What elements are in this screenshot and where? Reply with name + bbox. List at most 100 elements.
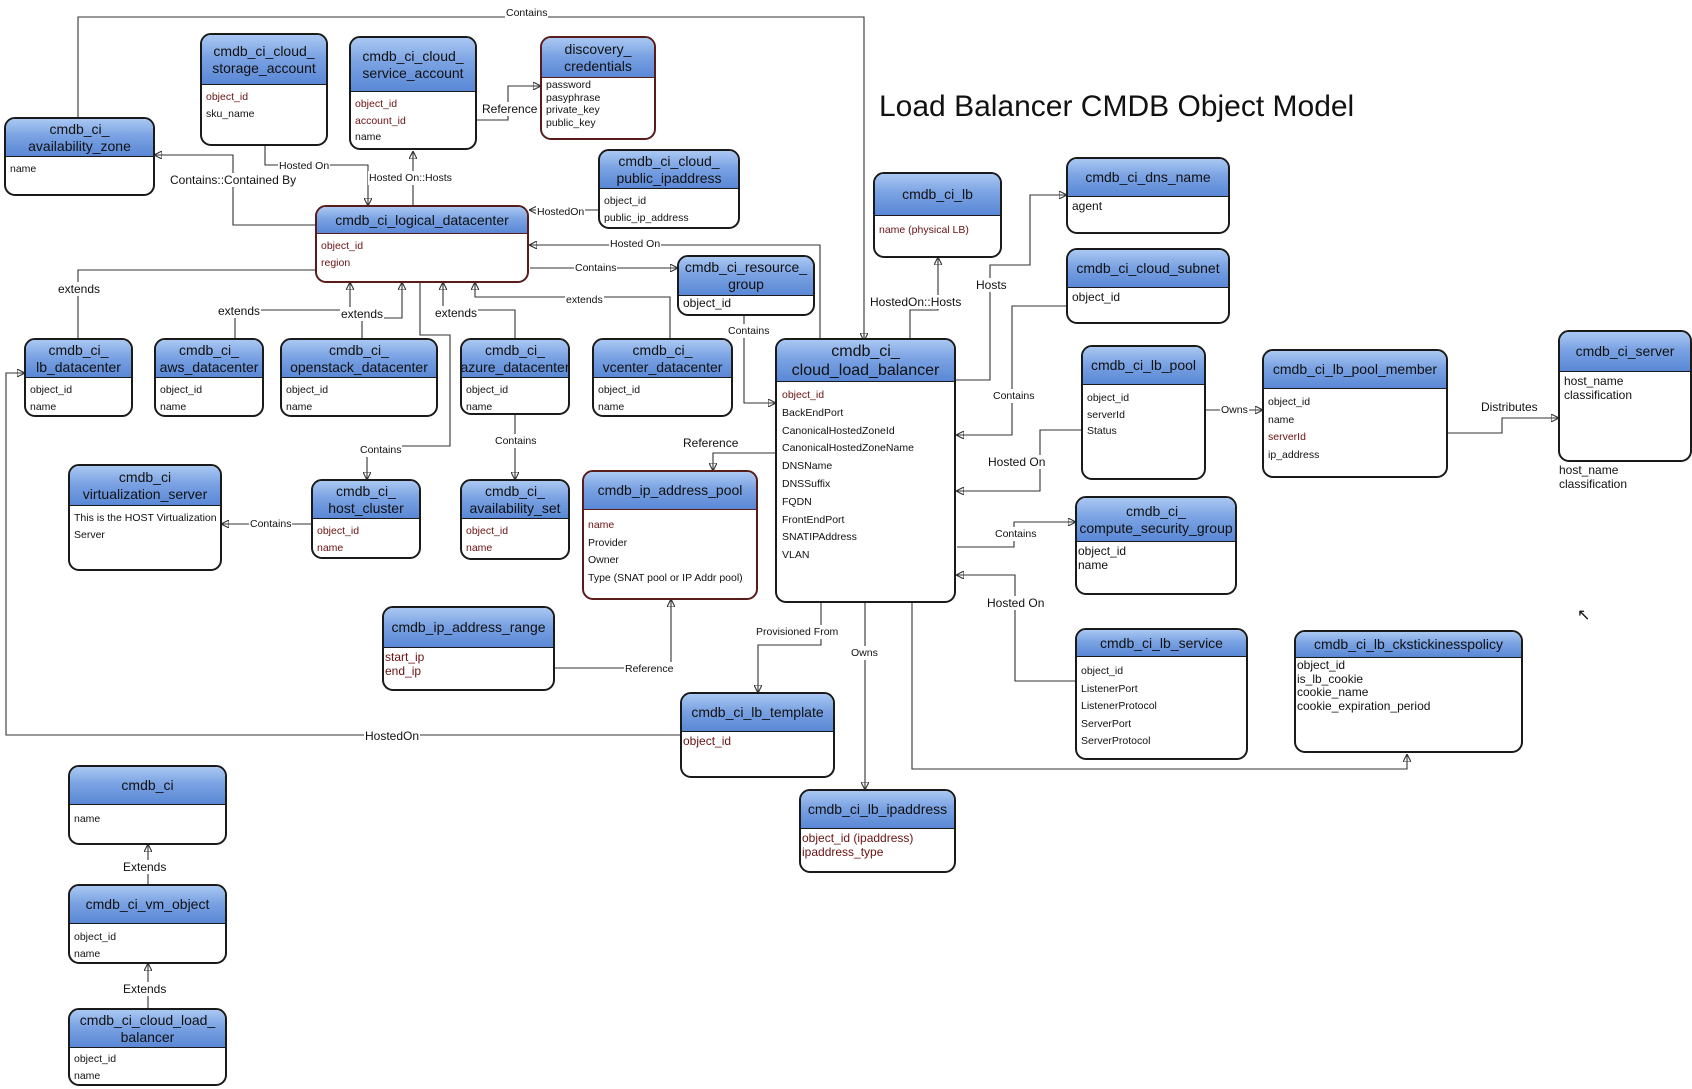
edge-label: Hosted On bbox=[609, 237, 662, 251]
edge-label: Hosted On bbox=[278, 159, 331, 173]
node-title: cmdb_ci bbox=[118, 468, 172, 485]
node-title: cmdb_ci_dns_name bbox=[1085, 169, 1211, 185]
attr: host_name bbox=[1564, 374, 1624, 388]
attr: object_id bbox=[683, 734, 732, 748]
node-header: cmdb_ci_lb_ckstickinesspolicy bbox=[1296, 632, 1521, 658]
edge-label: Distributes bbox=[1480, 400, 1539, 414]
node-header: cmdb_ci_ cloud_load_balancer bbox=[777, 340, 954, 382]
node-header: cmdb_ci_lb_pool bbox=[1083, 347, 1204, 385]
attr: name bbox=[10, 163, 37, 175]
edge-label: extends bbox=[340, 307, 385, 321]
attr: object_id bbox=[30, 384, 73, 396]
node-title-line2: balancer bbox=[120, 1028, 175, 1045]
node-ci[interactable]: cmdb_ci name bbox=[68, 765, 227, 845]
attr: Type (SNAT pool or IP Addr pool) bbox=[588, 571, 743, 584]
node-title: cmdb_ci_cloud_ bbox=[618, 152, 720, 169]
attr: object_id bbox=[317, 525, 360, 537]
attr: object_id bbox=[1297, 658, 1346, 672]
node-title-line2: availability_set bbox=[469, 499, 561, 516]
node-aws-datacenter[interactable]: cmdb_ci_ aws_datacenter object_id name bbox=[154, 338, 264, 417]
attr: object_id bbox=[74, 1053, 117, 1065]
node-header: cmdb_ci_resource_ group bbox=[679, 257, 813, 296]
node-attributes: object_id name bbox=[1077, 542, 1235, 576]
attr: name bbox=[466, 541, 493, 554]
edge-label: Hosted On bbox=[987, 455, 1047, 469]
attr: object_id bbox=[604, 195, 647, 207]
edge-contains-subnet bbox=[957, 305, 1066, 435]
node-title: cmdb_ci_logical_datacenter bbox=[335, 211, 509, 228]
node-title-line2: service_account bbox=[362, 64, 464, 81]
attr: password bbox=[546, 79, 591, 91]
node-lb-pool-member[interactable]: cmdb_ci_lb_pool_member object_id name se… bbox=[1262, 349, 1448, 478]
node-openstack-datacenter[interactable]: cmdb_ci_ openstack_datacenter object_id … bbox=[280, 338, 438, 417]
attr: end_ip bbox=[385, 663, 422, 678]
edge-label: Contains bbox=[494, 434, 538, 448]
edge-label: Provisioned From bbox=[755, 625, 840, 639]
node-attributes: name (physical LB) bbox=[875, 216, 1000, 243]
node-header: discovery_ credentials bbox=[542, 38, 654, 78]
node-title: cmdb_ci_lb_pool_member bbox=[1272, 361, 1438, 377]
edge-label: extends bbox=[565, 293, 604, 307]
node-dns-name[interactable]: cmdb_ci_dns_name agent bbox=[1066, 157, 1230, 234]
node-logical-datacenter[interactable]: cmdb_ci_logical_datacenter object_id reg… bbox=[315, 205, 529, 283]
node-attributes: object_id bbox=[679, 296, 813, 314]
attr: BackEndPort bbox=[782, 406, 844, 419]
node-cloud-public-ipaddress[interactable]: cmdb_ci_cloud_ public_ipaddress object_i… bbox=[598, 149, 740, 229]
edge-label: Hosts bbox=[975, 278, 1008, 292]
node-lb-ckstickinesspolicy[interactable]: cmdb_ci_lb_ckstickinesspolicy object_id … bbox=[1294, 630, 1523, 753]
node-server[interactable]: cmdb_ci_server host_name classification bbox=[1558, 330, 1692, 462]
node-vm-object[interactable]: cmdb_ci_vm_object object_id name bbox=[68, 884, 227, 964]
node-lb-ipaddress[interactable]: cmdb_ci_lb_ipaddress object_id (ipaddres… bbox=[799, 789, 956, 873]
node-ip-address-pool[interactable]: cmdb_ip_address_pool name Provider Owner… bbox=[582, 470, 758, 600]
node-host-cluster[interactable]: cmdb_ci_ host_cluster object_id name bbox=[311, 479, 421, 559]
node-title-line2: group bbox=[728, 276, 764, 292]
attr: object_id bbox=[683, 296, 732, 310]
attr: object_id bbox=[321, 240, 364, 252]
node-lb-service[interactable]: cmdb_ci_lb_service object_id ListenerPor… bbox=[1075, 628, 1248, 760]
node-lb[interactable]: cmdb_ci_lb name (physical LB) bbox=[873, 172, 1002, 258]
node-header: cmdb_ci_ compute_security_group bbox=[1077, 498, 1235, 542]
node-header: cmdb_ci_ lb_datacenter bbox=[26, 340, 131, 378]
node-ip-address-range[interactable]: cmdb_ip_address_range start_ip end_ip bbox=[382, 606, 555, 691]
attr: ListenerProtocol bbox=[1081, 700, 1157, 712]
node-cloud-load-balancer-legacy[interactable]: cmdb_ci_cloud_load_ balancer object_id n… bbox=[68, 1008, 227, 1086]
node-cloud-load-balancer[interactable]: cmdb_ci_ cloud_load_balancer object_id B… bbox=[775, 338, 956, 603]
node-discovery-credentials[interactable]: discovery_ credentials password pasyphra… bbox=[540, 36, 656, 140]
attr: object_id (ipaddress) bbox=[802, 831, 914, 845]
node-title: cmdb_ci_ bbox=[831, 342, 900, 360]
node-title-line2: lb_datacenter bbox=[36, 358, 121, 375]
node-attributes: agent bbox=[1068, 197, 1228, 218]
edge-distributes bbox=[1448, 418, 1558, 434]
node-availability-set[interactable]: cmdb_ci_ availability_set object_id name bbox=[460, 479, 570, 560]
attr: Status bbox=[1087, 425, 1117, 437]
node-attributes: object_id name bbox=[462, 519, 568, 558]
attr: CanonicalHostedZoneId bbox=[782, 424, 895, 437]
node-vcenter-datacenter[interactable]: cmdb_ci_ vcenter_datacenter object_id na… bbox=[592, 338, 733, 417]
node-attributes: name Provider Owner Type (SNAT pool or I… bbox=[584, 510, 756, 591]
attr: name bbox=[317, 541, 344, 554]
node-attributes: object_id (ipaddress) ipaddress_type bbox=[801, 829, 954, 863]
attr: object_id bbox=[466, 525, 509, 537]
attr: is_lb_cookie bbox=[1297, 671, 1364, 686]
node-availability-zone[interactable]: cmdb_ci_ availability_zone name bbox=[4, 117, 155, 196]
attr: object_id bbox=[598, 384, 641, 396]
attr: This is the HOST Virtualization bbox=[74, 512, 217, 524]
node-resource-group[interactable]: cmdb_ci_resource_ group object_id bbox=[677, 255, 815, 316]
node-cloud-subnet[interactable]: cmdb_ci_cloud_subnet object_id bbox=[1066, 248, 1230, 324]
node-lb-pool[interactable]: cmdb_ci_lb_pool object_id serverId Statu… bbox=[1081, 345, 1206, 480]
edge-label: Reference bbox=[682, 436, 740, 450]
node-lb-datacenter[interactable]: cmdb_ci_ lb_datacenter object_id name bbox=[24, 338, 133, 417]
node-virtualization-server[interactable]: cmdb_ci virtualization_server This is th… bbox=[68, 464, 222, 571]
node-azure-datacenter[interactable]: cmdb_ci_ azure_datacenter object_id name bbox=[460, 338, 570, 415]
attr: object_id bbox=[355, 98, 398, 110]
node-cloud-service-account[interactable]: cmdb_ci_cloud_ service_account object_id… bbox=[349, 36, 477, 150]
node-cloud-storage-account[interactable]: cmdb_ci_cloud_ storage_account object_id… bbox=[200, 33, 328, 146]
edge-reference-pool bbox=[713, 452, 775, 470]
server-note-line: host_name bbox=[1559, 463, 1619, 477]
node-lb-template[interactable]: cmdb_ci_lb_template object_id bbox=[680, 692, 835, 778]
node-compute-security-group[interactable]: cmdb_ci_ compute_security_group object_i… bbox=[1075, 496, 1237, 595]
node-attributes: object_id name bbox=[313, 519, 419, 557]
attr: agent bbox=[1072, 199, 1103, 213]
attr: cookie_name bbox=[1297, 685, 1369, 699]
edge-label: Hosted On::Hosts bbox=[368, 171, 453, 185]
